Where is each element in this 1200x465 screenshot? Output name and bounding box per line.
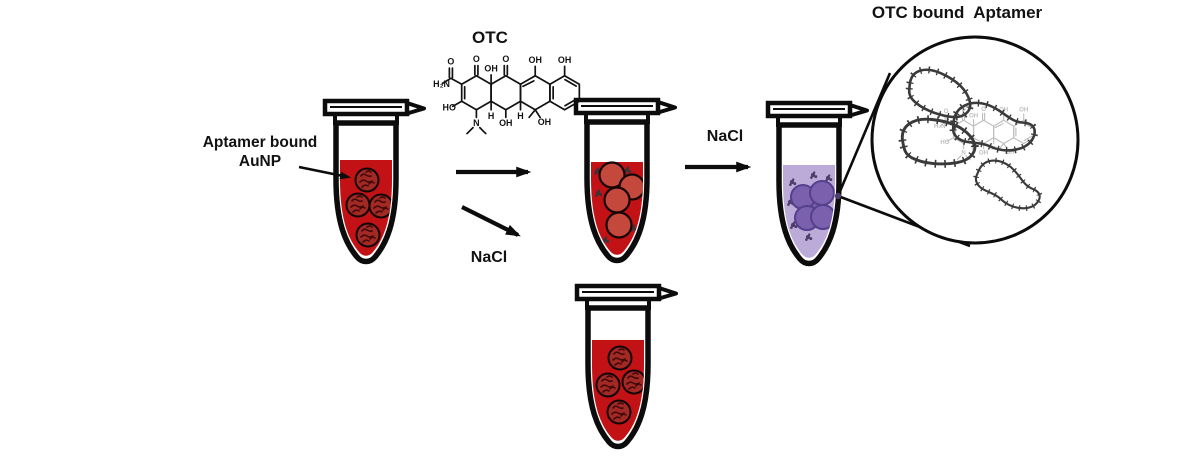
aptamer-aunp-label-line2: AuNP [238,152,282,170]
tube-nacl-control [574,283,678,450]
tube-body-outline [333,120,399,265]
cap-tab [656,100,677,115]
tube-cap [574,283,662,302]
tube-body-outline [585,305,651,450]
reaction-arrow-nacl-diagonal [461,205,521,237]
tube-aggregated-purple [765,100,869,267]
cap-tab [848,103,869,118]
magnifier-circle [870,35,1080,245]
aptamer-aunp-label-line1: Aptamer bound [202,134,318,151]
tube-aptamer-aunp [322,98,426,265]
tube-body-outline [776,122,842,267]
tube-otc-added [573,97,677,264]
cap-tab [405,101,426,116]
tube-cap [322,98,410,117]
callout-title: OTC bound Aptamer [871,3,1043,22]
nacl-label-diagonal: NaCl [470,249,508,266]
nacl-label-right: NaCl [706,128,744,145]
cap-tab [657,286,678,301]
otc-structure-faint [933,105,1035,161]
otc-title: OTC [472,28,508,47]
tube-body-outline [584,119,650,264]
